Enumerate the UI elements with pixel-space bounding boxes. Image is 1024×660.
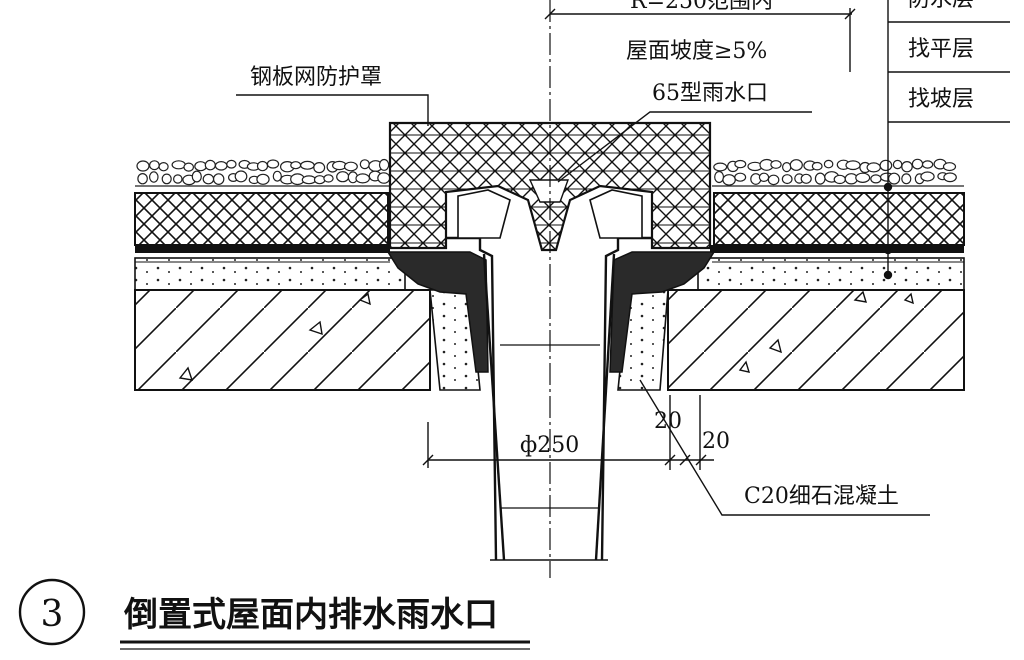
drain-sealant [386, 251, 716, 373]
range-label: R=250范围内 [630, 0, 773, 14]
pipe-dimension [422, 395, 714, 470]
gravel-stone [173, 174, 183, 184]
layer-legend [883, 0, 1010, 280]
gravel-stone [713, 162, 728, 172]
gravel-stone [734, 172, 747, 182]
legend-waterproof: 防水层 [908, 0, 974, 12]
gravel-stone [149, 171, 159, 183]
drain-type-label: 65型雨水口 [652, 81, 768, 106]
structural-slab [134, 289, 965, 391]
gravel-stone [722, 174, 736, 186]
concrete-leader [639, 379, 930, 516]
gravel-stone [226, 159, 237, 169]
gravel-stone [901, 173, 912, 185]
insulation-layer [134, 192, 965, 246]
drain-type-leader [557, 111, 812, 183]
gravel-stone [194, 161, 208, 172]
gravel-layer [135, 157, 964, 187]
gravel-stone [781, 174, 793, 185]
legend-leveling: 找平层 [908, 37, 974, 62]
gravel-stone [161, 173, 172, 185]
gravel-stone [313, 175, 326, 185]
gravel-stone [833, 174, 847, 185]
gravel-stone [870, 174, 882, 184]
gravel-stone [911, 158, 924, 170]
cover-leader [236, 94, 429, 126]
figure-number-circle [18, 578, 86, 646]
gravel-stone [921, 160, 934, 169]
gravel-stone [137, 172, 148, 185]
gravel-stone [313, 162, 326, 174]
gravel-stone [782, 162, 792, 173]
gravel-stone [136, 160, 150, 172]
gravel-stone [901, 160, 913, 173]
gravel-stone [212, 173, 225, 186]
gravel-stone [892, 159, 903, 170]
gravel-stone [377, 172, 391, 184]
gravel-stone [359, 159, 370, 170]
gravel-stone [355, 173, 370, 184]
gravel-stone [879, 159, 893, 172]
range-dimension [544, 8, 856, 72]
gap-label-1: 20 [654, 409, 682, 434]
gravel-stone [202, 173, 215, 185]
gravel-stone [204, 159, 216, 171]
gap-label-2: 20 [702, 429, 730, 454]
pipe-diameter-label: ф250 [520, 433, 579, 458]
leveling-layer [134, 257, 965, 291]
gravel-stone [323, 174, 334, 183]
gravel-stone [290, 161, 302, 170]
gravel-stone [191, 170, 202, 183]
gravel-stone [734, 159, 747, 169]
gravel-stone [336, 171, 350, 183]
legend-sloping: 找坡层 [908, 87, 974, 112]
gravel-stone [823, 159, 834, 169]
gravel-stone [266, 159, 280, 169]
gravel-stone [343, 161, 358, 172]
gravel-stone [148, 160, 160, 171]
gravel-stone [214, 161, 228, 171]
gravel-stone [272, 170, 282, 182]
gravel-stone [814, 172, 826, 185]
slope-label: 屋面坡度≥5% [626, 39, 767, 64]
gravel-stone [256, 160, 269, 172]
gravel-stone [855, 172, 871, 183]
gravel-stone [811, 161, 823, 171]
gravel-stone [714, 170, 725, 184]
gravel-stone [942, 162, 957, 172]
gravel-stone [171, 160, 186, 170]
cover-label: 钢板网防护罩 [250, 65, 382, 90]
gravel-stone [378, 158, 390, 171]
figure-title: 倒置式屋面内排水雨水口 [123, 595, 498, 635]
c20-concrete-infill [429, 289, 669, 391]
gravel-stone [300, 160, 315, 170]
figure-number: 3 [41, 594, 64, 635]
gravel-stone [770, 160, 782, 169]
gravel-stone [301, 175, 317, 185]
gravel-stone [845, 160, 861, 171]
gravel-stone [920, 171, 935, 182]
waterproof-membrane [135, 245, 964, 253]
gravel-stone [758, 172, 770, 182]
gravel-stone [767, 174, 780, 186]
gravel-stone [943, 172, 957, 183]
gravel-stone [789, 159, 803, 171]
gravel-stone [183, 162, 194, 172]
gravel-stone [234, 170, 248, 183]
gravel-stone [256, 173, 270, 185]
concrete-label: C20细石混凝土 [744, 484, 899, 509]
gravel-stone [866, 162, 881, 173]
gravel-stone [158, 161, 169, 172]
gravel-stone [887, 172, 901, 185]
gravel-stone [800, 173, 812, 184]
